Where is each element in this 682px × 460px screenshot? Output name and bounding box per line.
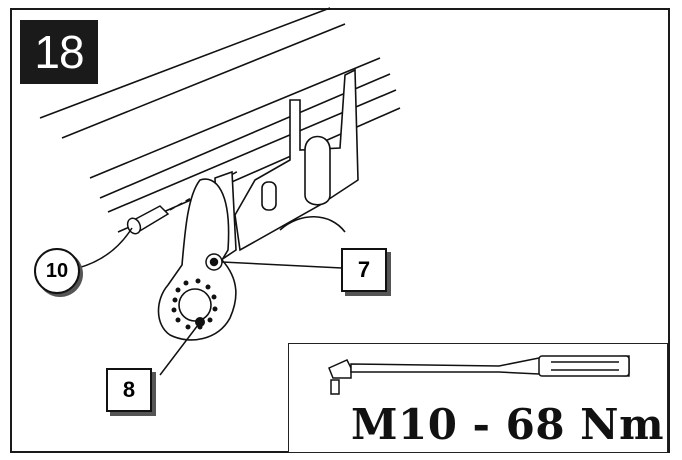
- mounting-bracket: [214, 68, 359, 264]
- step-number-badge: 18: [20, 20, 98, 84]
- callout-part-8: 8: [106, 368, 152, 412]
- callout-part-10: 10: [34, 248, 80, 294]
- torque-wrench-icon: [328, 355, 630, 395]
- nut-part-7: [205, 253, 223, 271]
- torque-spec-panel: M10 - 68 Nm: [288, 343, 668, 453]
- torque-spec-text: M10 - 68 Nm: [351, 400, 665, 449]
- leader-lines: [77, 227, 343, 376]
- callout-part-7: 7: [341, 248, 387, 292]
- swivel-plate: [157, 178, 237, 341]
